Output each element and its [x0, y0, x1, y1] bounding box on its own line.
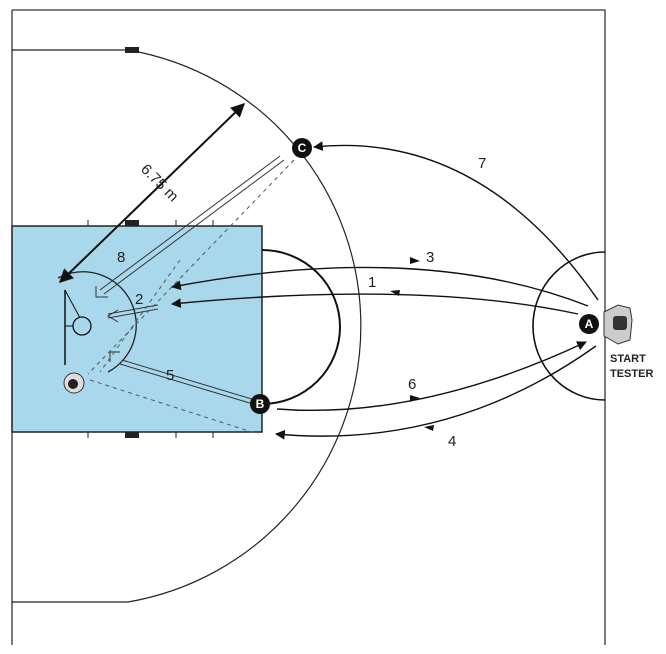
tester-icon — [603, 304, 633, 345]
route-4 — [275, 345, 597, 440]
court-outline — [11, 9, 606, 645]
movement-arrows — [171, 141, 599, 440]
dashed-runs — [87, 159, 295, 435]
route-3 — [171, 266, 589, 307]
point-a: A — [579, 314, 599, 334]
svg-text:B: B — [256, 397, 265, 411]
route-6 — [276, 341, 587, 412]
paint-key — [11, 225, 263, 433]
center-circle — [532, 251, 606, 401]
distance-arrow — [58, 103, 246, 283]
route-label-6: 6 — [408, 376, 416, 393]
svg-text:A: A — [585, 317, 594, 331]
route-label-2: 2 — [135, 291, 143, 308]
route-label-7: 7 — [478, 155, 486, 172]
route-label-3: 3 — [426, 249, 434, 266]
svg-text:C: C — [298, 141, 307, 155]
distance-label: 6.75 m — [137, 161, 181, 205]
route-label-8: 8 — [117, 249, 125, 266]
route-label-4: 4 — [448, 433, 456, 450]
route-7 — [313, 141, 599, 301]
route-label-1: 1 — [368, 274, 376, 291]
point-c: C — [292, 138, 312, 158]
point-b: B — [250, 394, 270, 414]
three-point-line — [12, 49, 362, 603]
start-label: START — [610, 353, 646, 365]
tester-label: TESTER — [610, 368, 653, 380]
player-icon — [63, 372, 85, 394]
route-label-5: 5 — [166, 367, 174, 384]
free-throw-circle — [261, 249, 341, 405]
basket-icon — [72, 316, 92, 336]
